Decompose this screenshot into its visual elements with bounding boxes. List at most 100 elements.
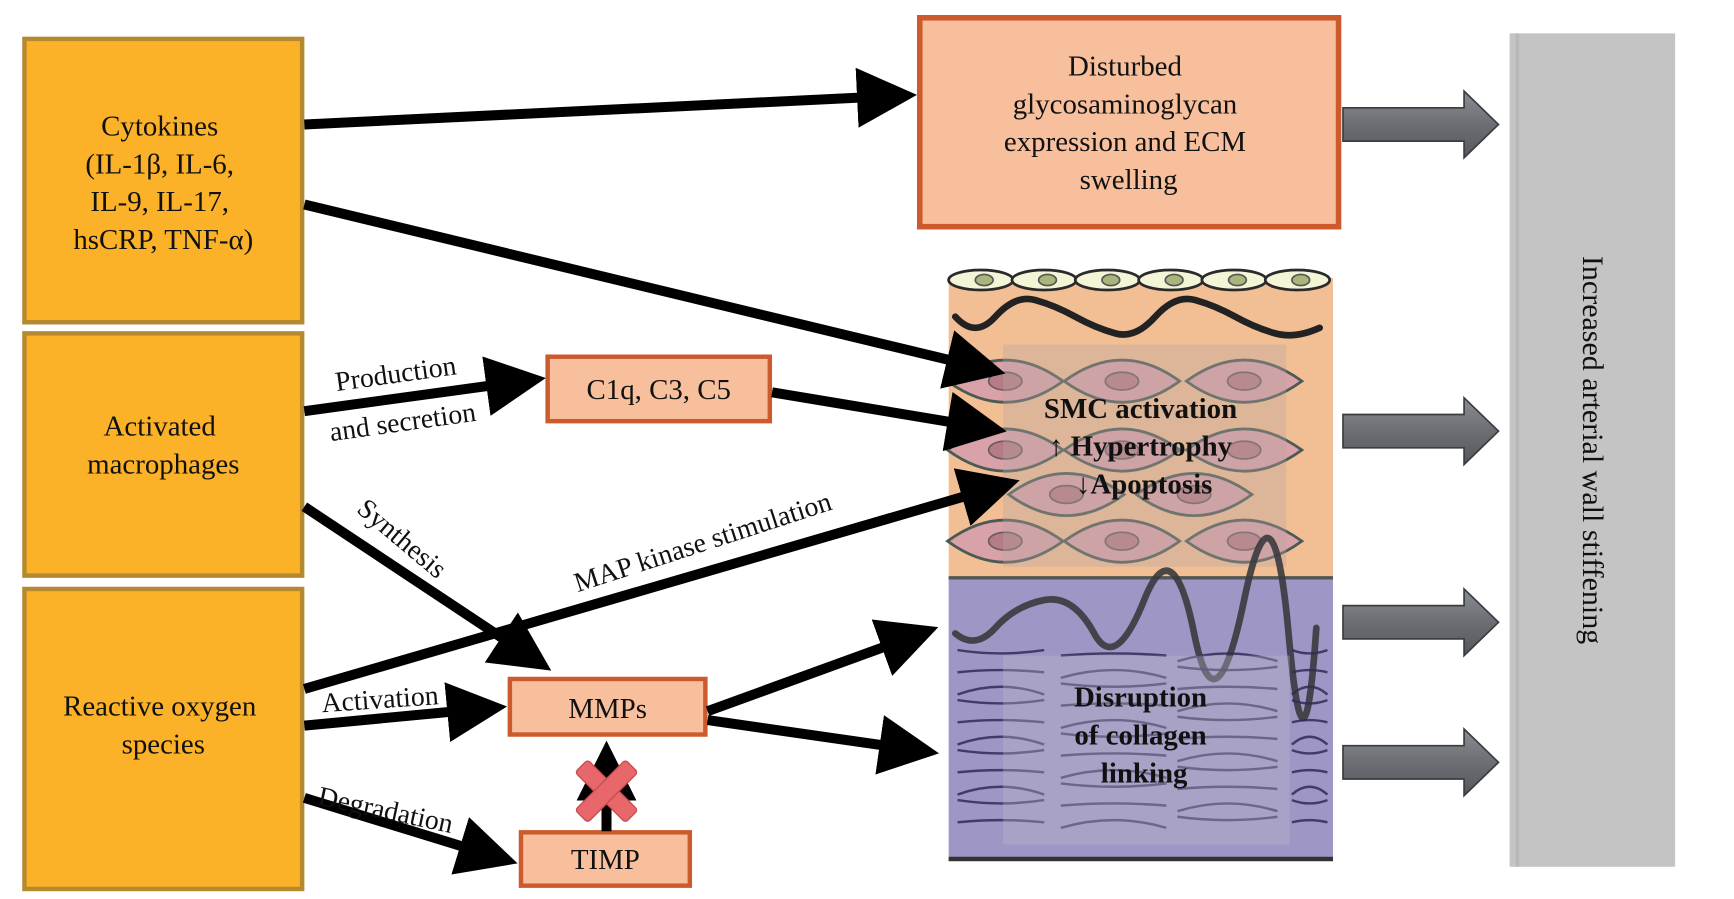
collagen-fiber <box>957 685 1045 696</box>
macrophages-line: Activated <box>104 411 217 443</box>
arrow-mmps-to-elastin <box>705 619 939 716</box>
collagen-fiber <box>1177 735 1278 741</box>
smc-nucleus <box>1104 440 1140 460</box>
collagen-fiber <box>1060 768 1167 780</box>
arrow-mmps-to-collagen <box>706 715 940 775</box>
collagen-fiber <box>1291 768 1328 774</box>
collagen-fiber <box>1060 732 1167 738</box>
collagen-fiber <box>1291 798 1328 805</box>
collagen-fiber <box>1291 785 1329 796</box>
smc-effect-text: SMC activation ↑ Hypertrophy ↓Apoptosis <box>1044 393 1244 501</box>
ros-line: species <box>122 728 205 760</box>
collagen-fiber <box>957 698 1045 705</box>
collagen-fiber <box>957 748 1045 755</box>
collagen-fiber <box>1291 698 1328 705</box>
smc-nucleus <box>1048 484 1084 505</box>
collagen-fiber <box>1060 702 1167 707</box>
connector-arrows <box>301 67 1020 875</box>
smc-nucleus <box>1104 371 1140 391</box>
collagen-fiber <box>957 718 1045 724</box>
collagen-overlay <box>1003 655 1290 845</box>
endothelial-nucleus <box>1164 273 1184 287</box>
collagen-fiber <box>1177 785 1278 791</box>
endothelial-nucleus <box>1101 273 1121 287</box>
cytokines-line: IL-9, IL-17, <box>90 186 229 218</box>
collagen-fiber <box>1177 815 1278 822</box>
endothelial-nucleus <box>1291 273 1311 287</box>
complement-label: C1q, C3, C5 <box>587 374 731 406</box>
internal-elastic-lamina <box>951 295 1323 339</box>
blocked-inhibition-x-icon <box>575 760 638 822</box>
collagen-fiber <box>957 798 1045 805</box>
arrow-ros-to-mmps <box>303 682 508 742</box>
endothelial-nucleus <box>974 273 994 287</box>
arterial-wall-illustration: SMC activation ↑ Hypertrophy ↓Apoptosis … <box>945 268 1333 862</box>
macrophages-line: macrophages <box>87 448 239 480</box>
outcome-label: Increased arterial wall stiffening <box>1576 256 1609 644</box>
collagen-fiber <box>1291 685 1329 696</box>
timp-label: TIMP <box>571 844 640 876</box>
smc-nucleus <box>987 531 1023 551</box>
smc-overlay <box>1003 344 1287 567</box>
block-arrow-icon <box>1342 89 1500 160</box>
endothelial-nucleus <box>1037 273 1058 287</box>
endothelial-nucleus <box>1227 273 1248 287</box>
cytokines-line: (IL-1β, IL-6, <box>85 148 234 180</box>
collagen-fiber <box>1177 652 1278 663</box>
smc-nucleus <box>1104 531 1140 551</box>
collagen-fiber <box>1060 818 1167 830</box>
collagen-fiber <box>1060 682 1167 688</box>
collagen-fiber <box>1177 685 1278 691</box>
arrow-complement-to-smc <box>771 387 1007 452</box>
collagen-fibers <box>957 648 1329 830</box>
collagen-fiber <box>1291 718 1328 724</box>
collagen-fiber <box>1291 818 1328 824</box>
collagen-fiber <box>1291 648 1328 655</box>
collagen-fiber <box>1177 702 1278 713</box>
collagen-fiber <box>1177 665 1278 672</box>
arrow-ros-to-smc <box>302 468 1020 694</box>
collagen-fiber <box>1060 782 1167 788</box>
collagen-fiber <box>1177 752 1278 763</box>
collagen-fiber <box>957 735 1045 746</box>
smooth-muscle-cells <box>945 358 1305 564</box>
collagen-fiber <box>957 785 1045 796</box>
arrow-ros-to-timp <box>302 793 518 875</box>
arrow-macrophages-to-complement <box>303 356 546 417</box>
mmps-label: MMPs <box>568 693 647 725</box>
smc-nucleus <box>1226 440 1262 460</box>
effect-box-timp: TIMP <box>518 830 693 888</box>
svg-text:Cytokines (IL-1β, IL-6,: Cytokines (IL-1β, IL-6, IL-9, IL-17, hsC… <box>73 111 253 256</box>
source-box-ros: Reactive oxygen species <box>22 586 305 892</box>
collagen-fiber <box>1060 752 1167 757</box>
collagen-fiber <box>957 768 1045 774</box>
edge-label-degradation: Degradation <box>315 781 456 840</box>
block-arrow-icon <box>1342 395 1500 467</box>
collagen-fiber <box>1060 668 1167 680</box>
svg-text:Activated macrophages: Activated macrophages <box>87 411 239 481</box>
cytokines-line: Cytokines <box>101 111 218 143</box>
svg-text:Disturbed glycosaminogly: Disturbed glycosaminoglycan expression a… <box>1004 51 1253 196</box>
collagen-fiber <box>957 818 1045 824</box>
collagen-fiber <box>1177 715 1278 722</box>
gag-line: swelling <box>1080 164 1178 196</box>
block-arrow-icon <box>1342 727 1500 798</box>
block-arrow-icon <box>1342 586 1500 658</box>
ros-line: Reactive oxygen <box>63 691 256 723</box>
external-elastic-lamina <box>951 534 1320 722</box>
collagen-fiber <box>1291 735 1329 746</box>
collagen-fiber <box>957 648 1045 655</box>
smc-nucleus <box>1176 484 1212 505</box>
outcome-panel: Increased arterial wall stiffening <box>1509 33 1676 867</box>
arrow-macrophages-to-mmps <box>301 502 552 671</box>
arrow-cytokines-to-smc <box>303 199 1006 389</box>
collagen-effect-text: Disruption of collagen linking <box>1074 682 1214 790</box>
collagen-fiber <box>1060 718 1167 730</box>
effect-box-gag: Disturbed glycosaminoglycan expression a… <box>916 15 1342 230</box>
block-arrows <box>1342 89 1500 798</box>
endothelial-cells <box>947 268 1332 292</box>
cytokines-line: hsCRP, TNF-α) <box>73 224 253 256</box>
collagen-fiber <box>957 668 1045 674</box>
collagen-fiber <box>1291 668 1328 674</box>
